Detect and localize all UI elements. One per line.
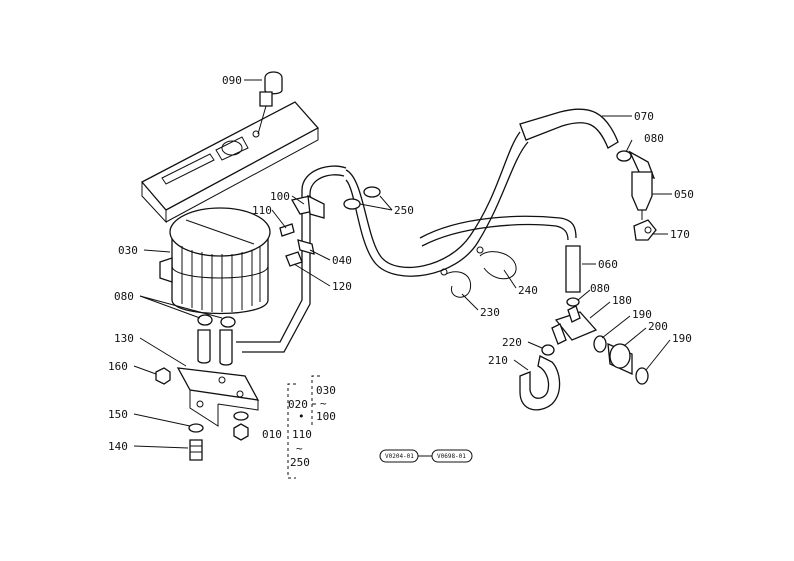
callout-200: 200: [648, 320, 668, 333]
hose-clamps-spring: [440, 246, 517, 298]
range-brackets: [287, 375, 320, 479]
hose-210: [519, 344, 561, 411]
callout-160: 160: [108, 360, 128, 373]
callout-190-b: 190: [672, 332, 692, 345]
callout-080-left: 080: [114, 290, 134, 303]
callout-240: 240: [518, 284, 538, 297]
callout-060: 060: [598, 258, 618, 271]
callout-250: 250: [394, 204, 414, 217]
pipe-joint-parts: [593, 335, 649, 385]
range-tilde-1: ~: [320, 397, 327, 410]
callout-220: 220: [502, 336, 522, 349]
callout-100: 100: [270, 190, 290, 203]
hose-070: [519, 108, 619, 149]
callout-080-top: 080: [644, 132, 664, 145]
callout-130: 130: [114, 332, 134, 345]
callout-040: 040: [332, 254, 352, 267]
vent-hose-left: [236, 165, 347, 353]
breather-cap: [257, 71, 283, 135]
hose-060: [565, 245, 581, 307]
callout-150: 150: [108, 408, 128, 421]
callout-070: 070: [634, 110, 654, 123]
range-020: 020: [288, 398, 308, 411]
mounting-plate: [140, 101, 320, 224]
range-030: 030: [316, 384, 336, 397]
upper-fittings: [616, 150, 657, 241]
serial-end: V0698-01: [437, 453, 466, 460]
serial-start: V0204-01: [385, 453, 414, 460]
callout-110: 110: [252, 204, 272, 217]
tee-fitting: [551, 305, 598, 345]
callout-170: 170: [670, 228, 690, 241]
range-100: 100: [316, 410, 336, 423]
air-cleaner: [159, 207, 271, 315]
leader-lines: [133, 79, 672, 457]
callout-labels: 090 070 080 050 170 100 110 250 030 040 …: [108, 74, 694, 453]
short-hoses: [197, 329, 233, 366]
callout-210: 210: [488, 354, 508, 367]
callout-180: 180: [612, 294, 632, 307]
bracket: [176, 367, 260, 427]
applicability-ranges: 030 ~ 100 020 • 010 110 ~ 250: [262, 384, 336, 469]
range-tilde-2: ~: [296, 442, 303, 455]
serial-range: V0204-01 V0698-01: [379, 449, 473, 463]
callout-190-a: 190: [632, 308, 652, 321]
oil-pipe: [419, 215, 577, 247]
callout-140: 140: [108, 440, 128, 453]
range-250: 250: [290, 456, 310, 469]
main-hose: [345, 131, 529, 277]
hose-clamps-left: [197, 314, 236, 328]
range-110: 110: [292, 428, 312, 441]
callout-030: 030: [118, 244, 138, 257]
range-dot: •: [298, 410, 305, 423]
range-010: 010: [262, 428, 282, 441]
callout-050: 050: [674, 188, 694, 201]
callout-090: 090: [222, 74, 242, 87]
callout-120: 120: [332, 280, 352, 293]
callout-230: 230: [480, 306, 500, 319]
fasteners: [155, 367, 249, 461]
callout-080-right: 080: [590, 282, 610, 295]
